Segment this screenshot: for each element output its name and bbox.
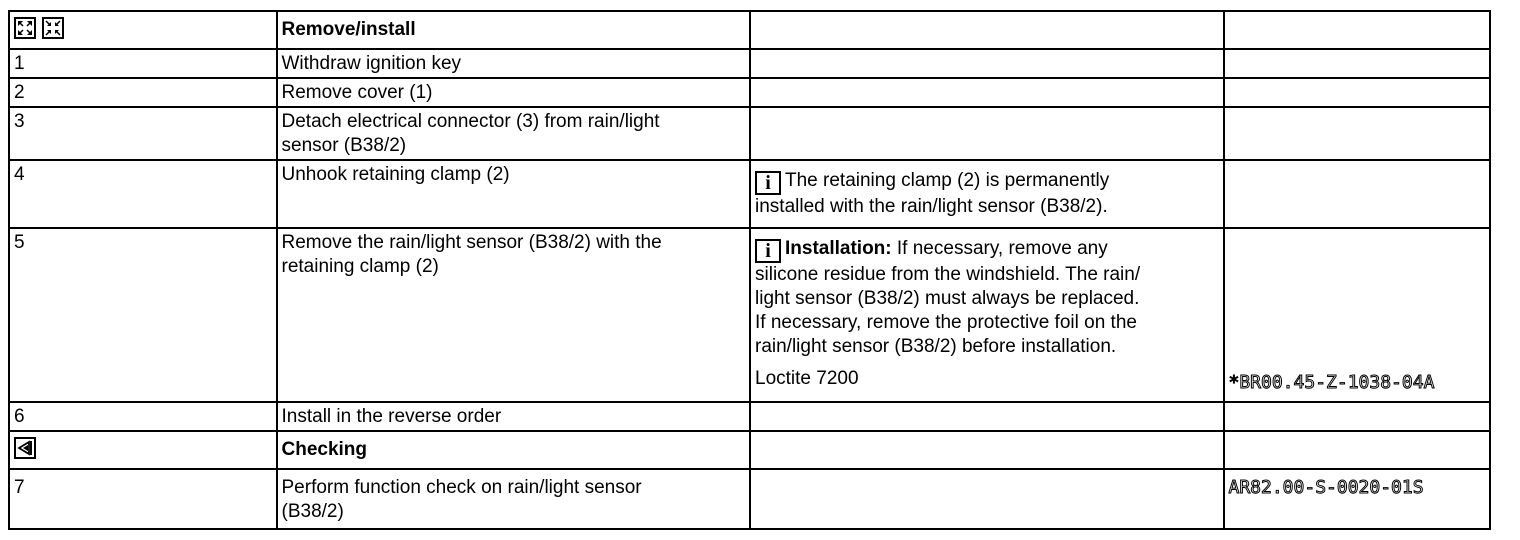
section-title-cell: Checking	[275, 430, 751, 470]
step-action: Unhook retaining clamp (2)	[275, 159, 751, 229]
step-action: Remove cover (1)	[275, 77, 751, 108]
step-number: 4	[8, 159, 278, 229]
step-action: Withdraw ignition key	[275, 48, 751, 79]
checking-icon-cell	[8, 430, 278, 470]
material-name: Loctite 7200	[755, 368, 859, 389]
compress-arrows-icon	[42, 17, 64, 39]
step-number: 3	[8, 106, 278, 161]
table-row: 1 Withdraw ignition key	[8, 48, 1491, 79]
step-number: 7	[8, 468, 278, 530]
procedure-table: Remove/install 1 Withdraw ignition key 2…	[8, 10, 1491, 530]
step-action: Remove the rain/light sensor (B38/2) wit…	[275, 227, 751, 403]
step-action: Detach electrical connector (3) from rai…	[275, 106, 751, 161]
table-row: 6 Install in the reverse order	[8, 401, 1491, 432]
section-title: Checking	[281, 439, 368, 460]
info-icon: i	[755, 239, 781, 263]
step-number: 6	[8, 401, 278, 432]
step-number: 2	[8, 77, 278, 108]
step-action: Install in the reverse order	[275, 401, 751, 432]
back-arrow-icon	[14, 437, 36, 459]
table-row: 3 Detach electrical connector (3) from r…	[8, 106, 1491, 161]
reference-cell: *BR00.45-Z-1038-04A	[1222, 227, 1491, 403]
section-header-row: Checking	[8, 430, 1491, 470]
table-row: 5 Remove the rain/light sensor (B38/2) w…	[8, 227, 1491, 403]
reference-cell: AR82.00-S-0020-01S	[1222, 468, 1491, 530]
expand-arrows-icon	[14, 17, 36, 39]
table-row: 7 Perform function check on rain/light s…	[8, 468, 1491, 530]
step-number: 5	[8, 227, 278, 403]
section-title: Remove/install	[281, 19, 416, 40]
table-row: 2 Remove cover (1)	[8, 77, 1491, 108]
step-action: Perform function check on rain/light sen…	[275, 468, 751, 530]
section-title-cell: Remove/install	[275, 10, 751, 50]
document-reference-link[interactable]: *BR00.45-Z-1038-04A	[1228, 372, 1435, 394]
header-icons-cell	[8, 10, 278, 50]
section-header-row: Remove/install	[8, 10, 1491, 50]
info-icon: i	[755, 171, 781, 195]
step-number: 1	[8, 48, 278, 79]
document-reference-link[interactable]: AR82.00-S-0020-01S	[1228, 477, 1424, 499]
